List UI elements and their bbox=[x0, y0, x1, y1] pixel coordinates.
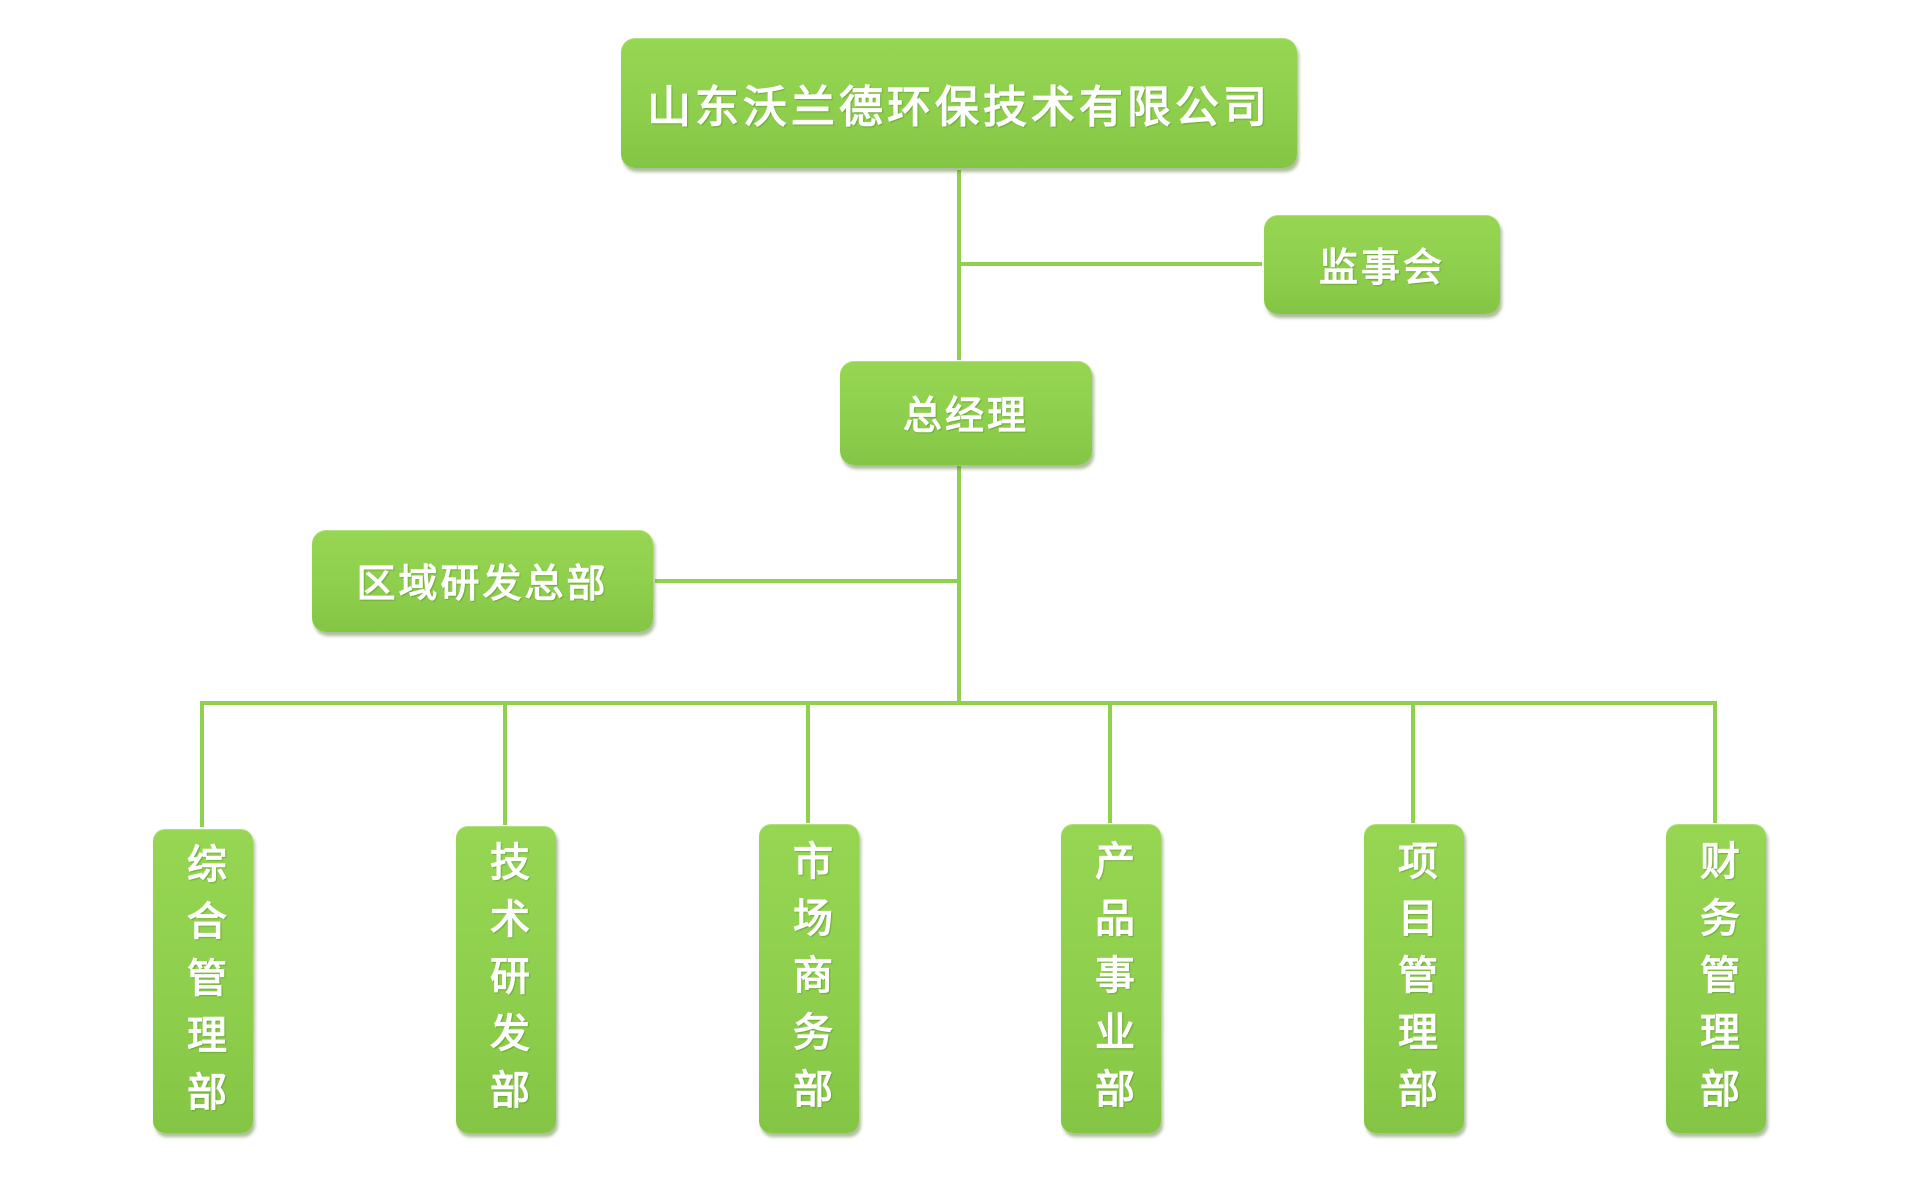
connector-dept-4 bbox=[1108, 701, 1112, 823]
connector-regional-rd-hq bbox=[655, 579, 959, 583]
connector-dept-2 bbox=[503, 701, 507, 825]
node-dept-finance-management: 财务管理部 bbox=[1666, 824, 1766, 1133]
node-general-manager: 总经理 bbox=[840, 361, 1092, 465]
node-dept-product-division: 产品事业部 bbox=[1061, 824, 1161, 1133]
node-dept-technology-rd: 技术研发部 bbox=[456, 826, 556, 1133]
node-regional-rd-hq: 区域研发总部 bbox=[312, 530, 653, 632]
connector-supervisory-board bbox=[959, 262, 1262, 266]
node-dept-marketing-business: 市场商务部 bbox=[759, 824, 859, 1133]
connector-departments-bus bbox=[200, 701, 1717, 705]
node-dept-integrated-management: 综合管理部 bbox=[153, 829, 253, 1133]
connector-dept-3 bbox=[806, 701, 810, 823]
node-supervisory-board: 监事会 bbox=[1264, 215, 1500, 314]
connector-dept-6 bbox=[1713, 701, 1717, 823]
connector-gm-to-departments bbox=[957, 466, 961, 704]
node-dept-project-management: 项目管理部 bbox=[1364, 824, 1464, 1133]
connector-dept-5 bbox=[1411, 701, 1415, 823]
connector-dept-1 bbox=[200, 701, 204, 827]
node-company: 山东沃兰德环保技术有限公司 bbox=[621, 38, 1297, 168]
